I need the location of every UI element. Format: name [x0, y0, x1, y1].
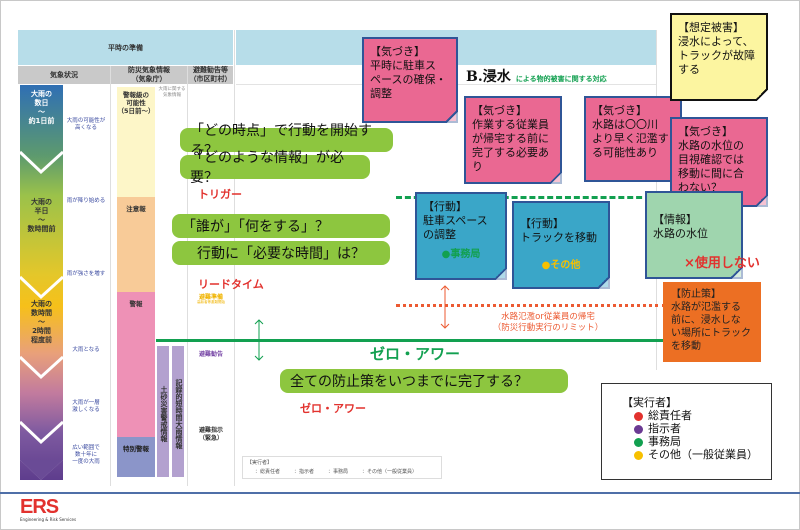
red-dot-icon — [634, 411, 643, 421]
page-fold-icon — [754, 193, 768, 207]
section-title: B.浸水 による物的被害に関する対応 — [466, 69, 607, 85]
actor-note-small: 【実行者】 ：総責任者 ：指示者 ：事務局 ：その他（一般従業員） — [242, 456, 442, 479]
question-when: 「どの時点」で行動を開始する？ — [180, 123, 393, 159]
not-used-label: ×使用しない — [684, 256, 760, 271]
chevron-icon — [20, 275, 63, 300]
page-fold-icon — [729, 265, 743, 279]
page-fold-icon — [444, 109, 458, 123]
page-fold-icon — [493, 266, 507, 280]
page-fold-icon — [754, 87, 768, 101]
question-complete-when: 全ての防止策をいつまでに完了する？ — [280, 369, 568, 393]
sticky-notice-parking: 【気づき】 平時に駐車ス ペースの確保・ 調整 — [362, 37, 458, 123]
company-logo: ERS Engineering & Risk Services — [20, 496, 77, 522]
purple-dot-icon — [634, 424, 643, 434]
zero-hour-green-label: ゼロ・アワー — [370, 345, 461, 363]
limit-line — [396, 304, 666, 307]
advisory-band: 注意報 — [117, 197, 155, 292]
double-arrow-icon — [440, 285, 450, 329]
page-fold-icon — [548, 170, 562, 184]
zero-hour-line — [156, 339, 666, 342]
trigger-line — [396, 196, 651, 199]
legend-item: 指示者 — [634, 422, 771, 435]
table-top-header: 平時の準備 — [18, 30, 233, 65]
heavy-rain-info: 大雨に関する 気象情報 — [158, 87, 186, 98]
legend-item: 総責任者 — [634, 409, 771, 422]
arrow-tip — [20, 460, 63, 480]
evac-order: 避難指示 （緊急） — [198, 427, 223, 442]
sticky-info-water-level: 【情報】 水路の水位 — [645, 191, 743, 279]
grid-line — [187, 66, 188, 486]
question-what-info: 「どのような情報」が必要？ — [180, 150, 370, 186]
weather-note: 雨が強さを増す — [66, 271, 106, 277]
weather-note: 大雨となる — [72, 347, 100, 353]
weather-note: 大雨が一層 激しくなる — [72, 400, 100, 413]
col-header-evac: 避難勧告等 （市区町村） — [188, 66, 233, 84]
landslide-warning-info: 土砂災害警戒情報 — [157, 346, 169, 477]
table-top-header-label: 平時の準備 — [108, 43, 143, 52]
evac-prep: 避難準備 — [198, 294, 223, 301]
col-header-weather: 気象状況 — [18, 66, 110, 84]
sticky-notice-before-home: 【気づき】 作業する従業員 が帰宅する前に 完了する必要あ り — [464, 96, 562, 184]
sticky-action-truck: 【行動】 トラックを移動 ●その他 — [512, 201, 610, 289]
sticky-prevention: 【防止策】 水路が氾濫する 前に、浸水しな い場所にトラック を移動 — [663, 282, 761, 362]
evac-elderly: 高齢者等避難開始 — [197, 300, 225, 304]
footer-divider — [0, 492, 800, 494]
warning-possible-band: 警報級の 可能性 （5日前〜） — [117, 87, 155, 197]
grid-line — [110, 66, 111, 486]
weather-note: 雨が降り始める — [66, 198, 106, 204]
lead-time-label: リードタイム — [198, 278, 264, 291]
question-time-needed: 行動に「必要な時間」は？ — [172, 241, 390, 265]
sticky-notice-river: 【気づき】 水路は〇〇川 より早く氾濫す る可能性あり — [584, 96, 682, 182]
warning-band: 警報 — [117, 292, 155, 437]
evac-advisory: 避難勧告 — [198, 351, 223, 358]
double-arrow-icon — [254, 319, 264, 361]
page-fold-icon — [596, 275, 610, 289]
special-warning-band: 特別警報 — [117, 437, 155, 477]
trigger-label: トリガー — [198, 188, 242, 201]
legend-item: 事務局 — [634, 435, 771, 448]
actor-tag: ●事務局 — [441, 249, 481, 260]
question-who-what: 「誰が」「何をする」？ — [172, 214, 390, 238]
sticky-action-parking: 【行動】 駐車スペース の調整 ●事務局 — [415, 192, 507, 280]
limit-label: 水路氾濫or従業員の帰宅 （防災行動実行のリミット） — [492, 312, 604, 333]
legend: 【実行者】 総責任者 指示者 事務局 その他（一般従業員） — [601, 383, 772, 480]
weather-note: 広い範囲で 数十年に 一度の大雨 — [72, 445, 100, 465]
stage-label: 大雨の 数日 〜 約1日前 — [28, 90, 55, 125]
stage-label: 大雨の 数時間 〜 2時間 程度前 — [31, 300, 52, 344]
yellow-dot-icon — [634, 450, 643, 460]
weather-note: 大雨の可能性が 高くなる — [66, 118, 106, 131]
actor-tag: ●その他 — [541, 260, 581, 271]
chevron-icon — [20, 355, 63, 380]
col-header-warnings: 防災気象情報 （気象庁） — [111, 66, 187, 84]
green-dot-icon — [634, 437, 643, 447]
record-rain-info: 記録的短時間大雨情報 — [172, 346, 184, 477]
chevron-icon — [20, 150, 63, 175]
zero-hour-red-label: ゼロ・アワー — [300, 402, 366, 415]
legend-item: その他（一般従業員） — [634, 448, 771, 461]
sticky-assumed-damage: 【想定被害】 浸水によって、 トラックが故障 する — [670, 13, 768, 101]
chevron-icon — [20, 420, 63, 445]
stage-label: 大雨の 半日 〜 数時間前 — [27, 198, 56, 233]
